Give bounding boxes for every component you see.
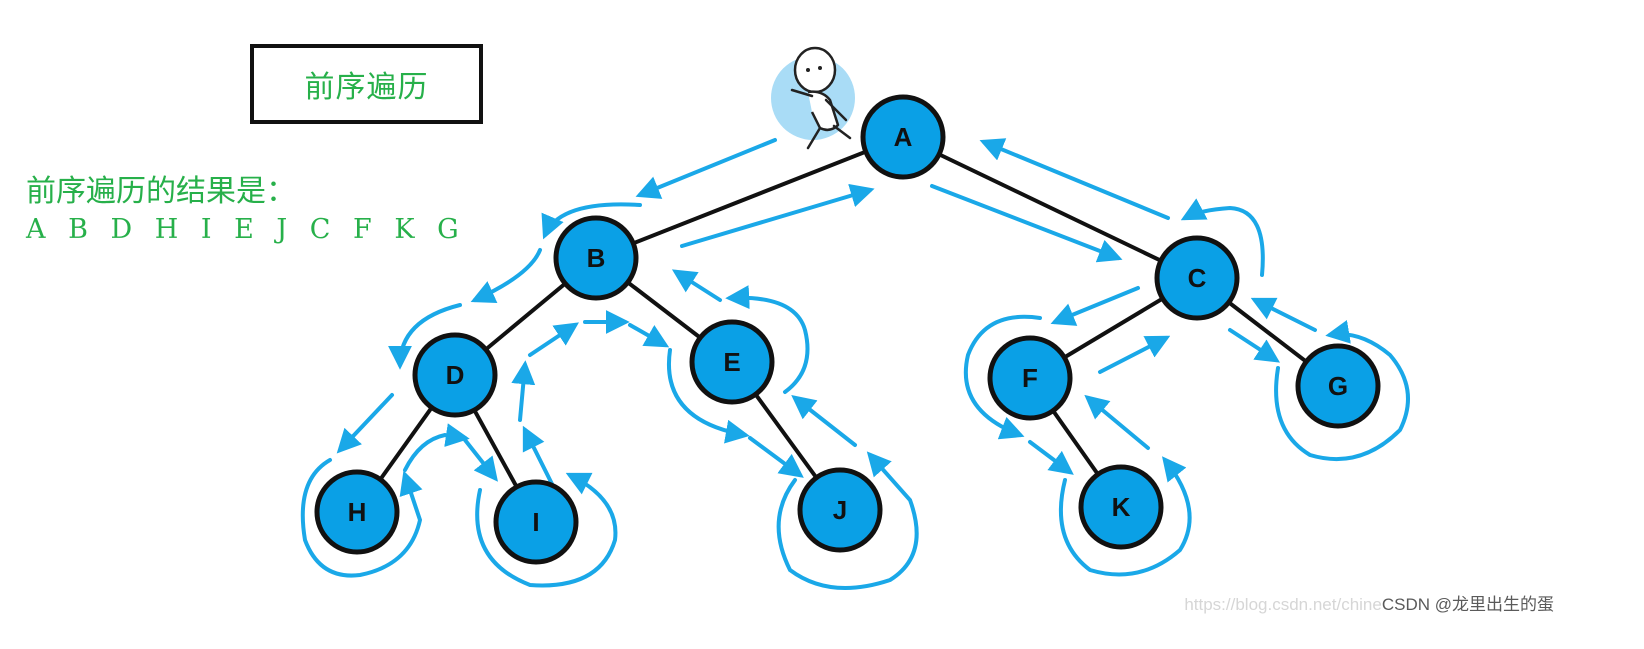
watermark: https://blog.csdn.net/chineCSDN @龙里出生的蛋 (1184, 590, 1554, 615)
node-label: D (446, 360, 465, 390)
node-circle (1295, 343, 1381, 429)
path-loop-f-left (963, 314, 1042, 440)
tree-node-j: J (797, 467, 883, 553)
node-label: C (1188, 263, 1207, 293)
tree-node-b: B (553, 215, 639, 301)
path-arrow-h-to-i (403, 423, 470, 472)
path-curve-e-right (725, 285, 810, 394)
tree-node-f: F (987, 335, 1073, 421)
node-circle (797, 467, 883, 553)
traversal-path (300, 138, 1410, 590)
path-curve-d-left (388, 303, 462, 370)
tree-node-h: H (314, 469, 400, 555)
path-arrow-j-up (791, 395, 857, 447)
path-arrow-b-to-d (470, 248, 542, 303)
path-arrow-c-to-g (1228, 328, 1281, 363)
watermark-brand: CSDN @龙里出生的蛋 (1381, 595, 1554, 614)
node-label: H (348, 497, 367, 527)
path-loop-g (1274, 320, 1410, 462)
walking-cartoon-figure-icon (771, 46, 855, 150)
title-box: 前序遍历 (250, 44, 483, 124)
path-arrow-e-to-j (666, 348, 750, 444)
path-arrow-to-b-bottom (528, 322, 579, 357)
path-arrow-d-to-h (336, 393, 394, 454)
path-loop-i (475, 472, 618, 588)
node-label: K (1112, 492, 1131, 522)
node-circle (1078, 464, 1164, 550)
node-circle (689, 319, 775, 405)
tree-node-i: I (493, 479, 579, 565)
path-arrow-c-to-f (1050, 286, 1140, 326)
tree-node-c: C (1154, 235, 1240, 321)
tree-node-g: G (1295, 343, 1381, 429)
path-arrow-into-i (463, 438, 498, 482)
path-arrow-g-to-c (1250, 297, 1317, 332)
node-label: B (587, 243, 606, 273)
node-label: A (894, 122, 913, 152)
path-curve-c-top (1180, 198, 1265, 277)
tree-node-e: E (689, 319, 775, 405)
path-arrow-into-j (748, 436, 804, 478)
tree-node-d: D (412, 332, 498, 418)
tree-node-a: A (860, 94, 946, 180)
edge-a-b (595, 135, 904, 260)
path-arrow-f-to-c (1098, 335, 1171, 374)
path-arrow-a-to-b (635, 138, 777, 199)
path-arrow-into-e (628, 323, 670, 348)
node-circle (987, 335, 1073, 421)
node-label: G (1328, 371, 1348, 401)
path-arrow-a-to-c (930, 184, 1123, 263)
path-arrow-b-to-a (680, 183, 875, 248)
node-circle (860, 94, 946, 180)
node-label: F (1022, 363, 1038, 393)
path-loop-j (776, 451, 919, 590)
node-circle (412, 332, 498, 418)
path-arrow-c-to-a (979, 138, 1170, 220)
node-circle (1154, 235, 1240, 321)
node-label: I (532, 507, 539, 537)
tree-node-k: K (1078, 464, 1164, 550)
path-loop-h (300, 458, 423, 578)
path-arrow-f-to-k (1028, 440, 1074, 475)
node-circle (493, 479, 579, 565)
edge-a-c (902, 135, 1198, 280)
node-circle (314, 469, 400, 555)
result-sequence: A B D H I E J C F K G (26, 214, 463, 245)
node-label: E (723, 347, 740, 377)
watermark-url: https://blog.csdn.net/chine (1184, 595, 1382, 614)
path-arrow-e-to-b (671, 269, 722, 302)
result-label: 前序遍历的结果是： (26, 174, 296, 209)
path-arrow-i-up (522, 425, 557, 492)
title-text: 前序遍历 (304, 70, 429, 105)
tree-nodes: A B C D E F G H I J K (314, 94, 1381, 565)
path-arrow-k-up (1084, 394, 1150, 450)
node-circle (553, 215, 639, 301)
path-arrow-d-up (511, 360, 536, 422)
node-label: J (833, 495, 847, 525)
path-loop-k (1058, 456, 1192, 577)
path-curve-b-top (541, 202, 642, 240)
